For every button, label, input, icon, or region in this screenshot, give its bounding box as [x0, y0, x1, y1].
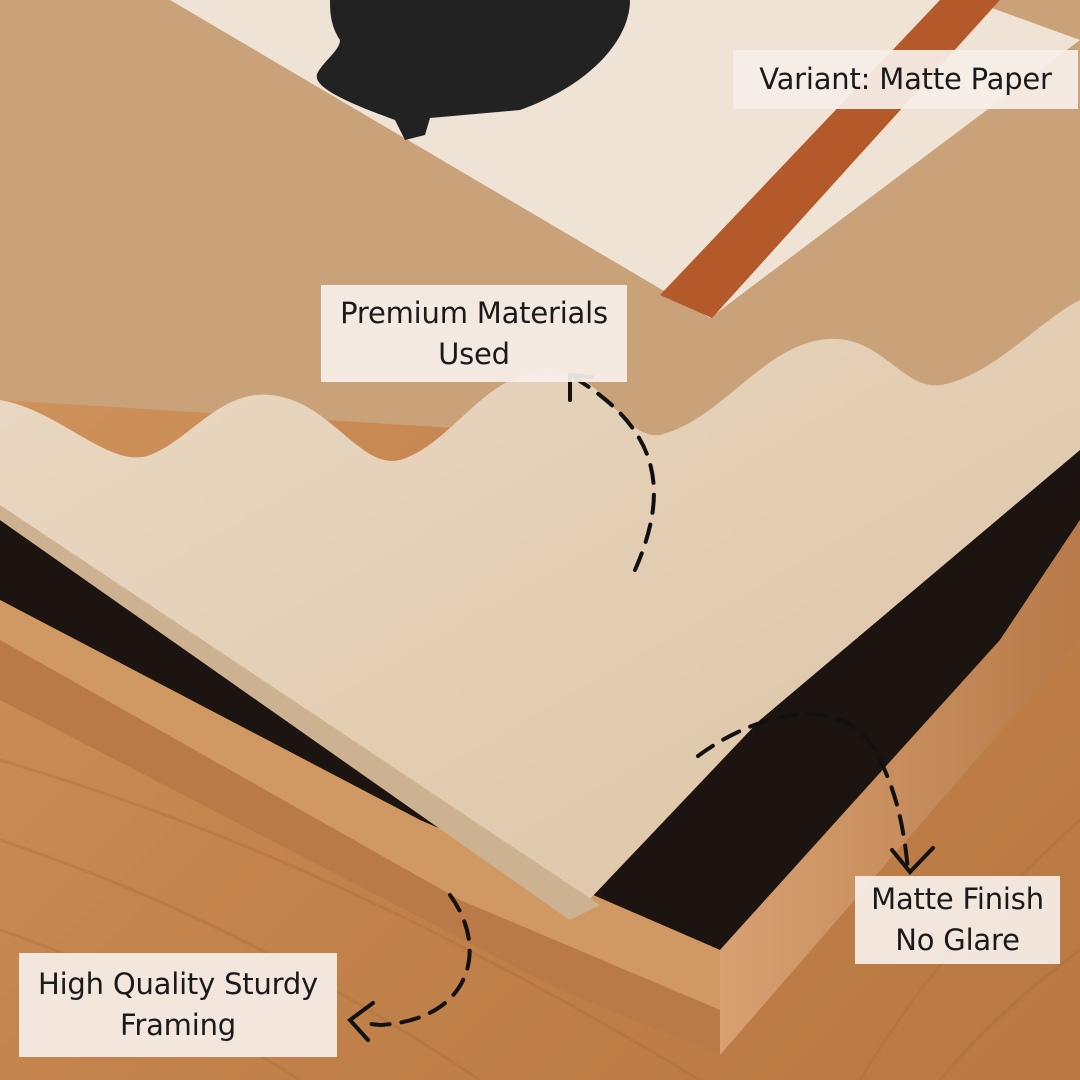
- label-framing-line-1: High Quality Sturdy: [37, 967, 319, 1001]
- label-matte-line-2: No Glare: [895, 923, 1020, 957]
- curved-dashed-arrow-icon: [347, 1001, 375, 1042]
- label-variant: Variant: Matte Paper: [733, 50, 1078, 109]
- curved-dashed-arrow-icon: [573, 376, 656, 572]
- label-framing-line-2: Framing: [120, 1008, 236, 1042]
- frame-bottom-rail: [720, 520, 1080, 1055]
- label-variant-text: Variant: Matte Paper: [759, 62, 1052, 96]
- label-framing: High Quality Sturdy Framing: [19, 953, 337, 1057]
- print-cream-wave: [0, 300, 1080, 920]
- frame-left-rail: [0, 600, 720, 1010]
- curved-dashed-arrow-icon: [890, 846, 935, 876]
- curved-dashed-arrow-icon: [358, 893, 472, 1028]
- label-premium-line-1: Premium Materials: [340, 295, 608, 330]
- print-corner-edge: [0, 505, 600, 920]
- label-matte-line-1: Matte Finish: [871, 882, 1044, 916]
- label-premium-line-2: Used: [438, 336, 510, 371]
- vase-shape: [316, 0, 630, 140]
- print-tan-left: [0, 0, 1080, 440]
- label-premium-materials: Premium Materials Used: [321, 285, 627, 382]
- curved-dashed-arrow-icon: [696, 712, 910, 872]
- label-matte-finish: Matte Finish No Glare: [855, 876, 1060, 964]
- frame-left-rail-front: [0, 640, 720, 1055]
